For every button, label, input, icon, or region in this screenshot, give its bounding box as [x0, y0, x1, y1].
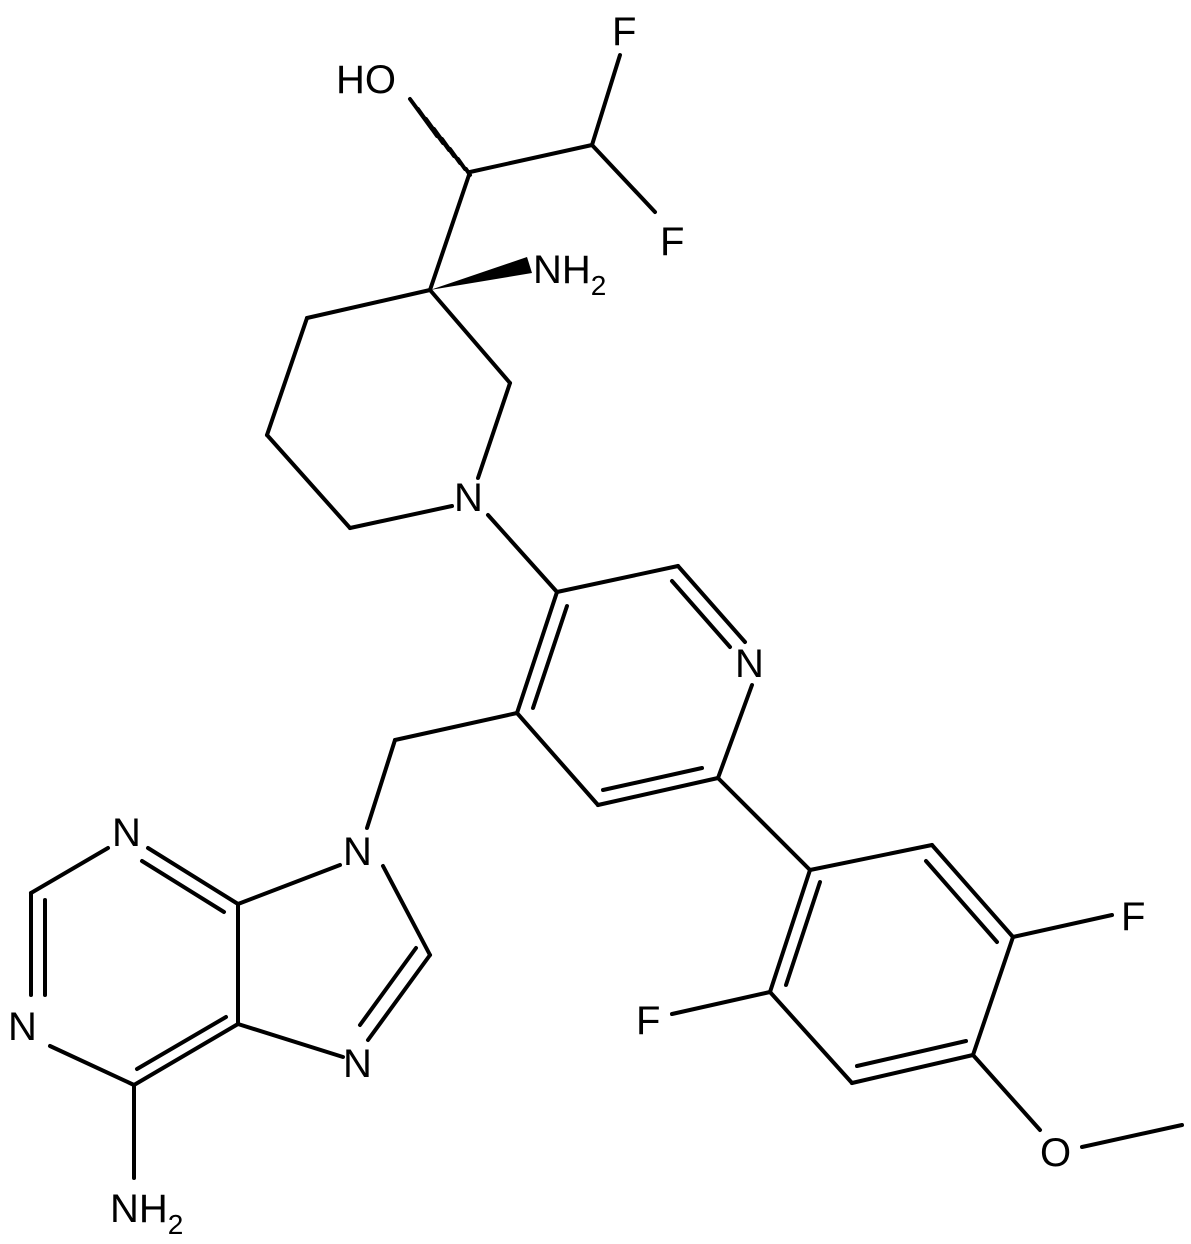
atom-labels: HO F F NH2 N N N N N N NH2 F F O [8, 10, 1145, 1240]
bond-c4-n3 [146, 846, 240, 906]
bond-n9-c8 [381, 864, 432, 957]
bond-pyr-c6-c5 [596, 776, 720, 807]
bond-ar-o [971, 1053, 1042, 1132]
bond-ar-c6-c1 [768, 868, 812, 994]
atom-n9-purine: N [343, 830, 372, 874]
bond-c3-c2 [428, 288, 512, 385]
bond-pyr-c3-c2 [555, 564, 680, 594]
bond-c6-c5 [265, 433, 352, 530]
bond-c8-n7 [366, 953, 432, 1042]
bond-pyr-c2-n [676, 564, 747, 644]
bond-c8-n7-inner [358, 946, 418, 1027]
bond-ar-c1-c2 [808, 843, 934, 872]
bond-pyr-c5-c4 [515, 711, 600, 807]
bonds [29, 53, 1184, 1180]
bond-n7-c5 [236, 1022, 345, 1059]
bond-c2-n [476, 381, 512, 480]
bond-ch2-n9 [365, 738, 397, 830]
bond-pyr-c2-n-inner [670, 579, 732, 649]
bond-ar-c2-c3-inner [924, 859, 999, 944]
atom-n1-purine: N [8, 1005, 37, 1049]
wedge-bond-nh2 [430, 257, 532, 290]
bond-pyr-n-c6 [716, 683, 754, 780]
bond-pyr-c4-c3-inner [531, 604, 569, 710]
atom-oh: HO [336, 58, 396, 102]
bond-ar-c5-c6 [768, 990, 854, 1085]
bond-n1-c6 [48, 1044, 136, 1087]
hashed-bond-oh [408, 97, 472, 177]
atom-n-pyridine: N [735, 642, 764, 686]
atom-o-methoxy: O [1040, 1131, 1071, 1175]
atom-nh2-bottom: NH2 [110, 1187, 183, 1240]
bond-cf2-f-right [590, 143, 657, 214]
bond-c4-ch2 [393, 711, 519, 742]
bond-n-pyr [486, 513, 559, 594]
bond-c4-n9 [236, 863, 342, 906]
bond-pyr-aryl [716, 776, 812, 872]
bond-n-c6 [348, 504, 454, 530]
bond-pyr-c4-c3 [515, 590, 559, 715]
bond-ar-c4-c5-inner [855, 1039, 968, 1068]
bond-ar-c6-c1-inner [784, 880, 822, 987]
bond-c4-n3-inner [140, 859, 226, 914]
bond-c6-c5 [132, 1022, 240, 1087]
atom-n3-purine: N [112, 811, 141, 855]
bond-ar-c2-c3 [930, 843, 1015, 939]
atom-f-aryl-right: F [1121, 895, 1145, 939]
atom-f-aryl-left: F [636, 999, 660, 1043]
bond-cf2-f-top [590, 53, 622, 147]
bond-ar-f-right [1011, 913, 1114, 939]
bond-c4-c3 [305, 288, 432, 320]
atom-nh2-top: NH2 [533, 248, 606, 301]
atom-f-cf2-right: F [660, 220, 684, 264]
atom-n7-purine: N [343, 1042, 372, 1086]
bond-c5-c4 [265, 316, 309, 437]
bond-n3-c2 [29, 846, 110, 895]
bond-ar-c4-c5 [850, 1053, 975, 1085]
atom-f-top: F [612, 10, 636, 54]
bond-c6-c5-inner [135, 1015, 228, 1071]
bond-o-ch3 [1080, 1123, 1184, 1149]
atom-n-piperidine: N [454, 476, 483, 520]
bond-c-cf2 [468, 143, 594, 174]
bond-choh-c3 [428, 170, 472, 292]
bond-ar-f-left [670, 990, 772, 1016]
bond-pyr-c6-c5-inner [601, 766, 704, 792]
bond-ar-c3-c4 [971, 935, 1015, 1057]
